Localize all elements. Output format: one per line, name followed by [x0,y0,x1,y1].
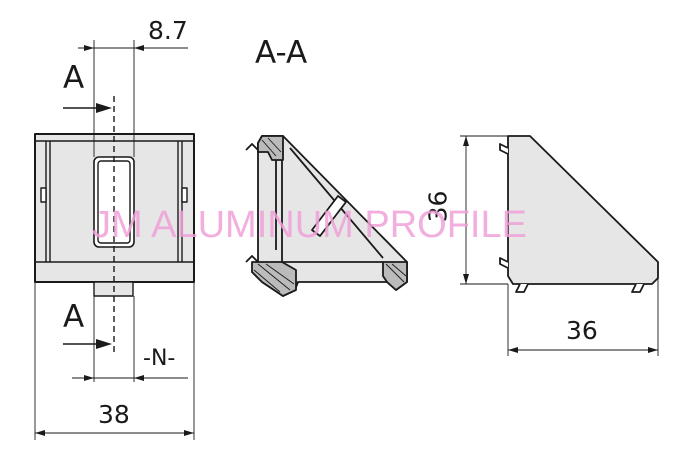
dimension-width: 36 [566,316,598,345]
section-title: A-A [255,35,308,71]
dimension-slot: -N- [143,346,176,371]
front-view [34,40,195,440]
watermark: JM ALUMINUM PROFILE [92,204,527,246]
section-marker-top: A [63,60,85,96]
dimension-top-width: 8.7 [148,16,188,45]
side-view [460,135,659,356]
dimension-overall-width: 38 [98,400,130,429]
section-marker-bottom: A [63,299,85,335]
section-view [245,135,408,297]
